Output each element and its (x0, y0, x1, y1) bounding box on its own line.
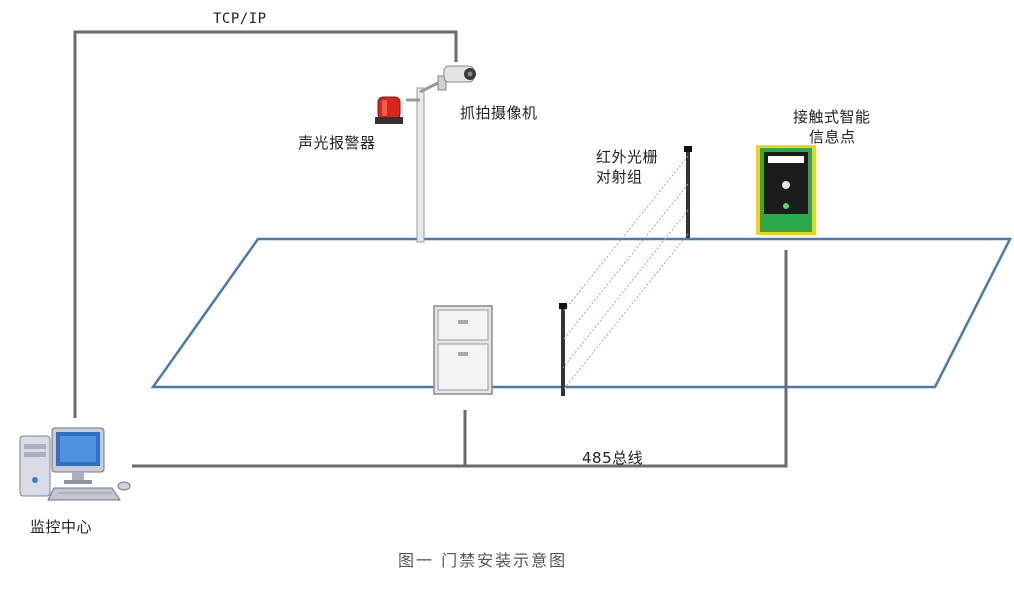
info-point-label-line2: 信息点 (809, 128, 856, 146)
camera-label: 抓拍摄像机 (460, 104, 538, 122)
surveillance-camera-icon (437, 65, 476, 91)
card-reader-cabinet (433, 305, 493, 395)
floor-area (150, 237, 1013, 389)
infrared-beam-far-post (684, 146, 692, 238)
camera-pole (406, 76, 449, 243)
smart-info-point-device (756, 145, 816, 235)
infrared-label-line1: 红外光栅 (596, 148, 659, 166)
tcp-ip-cable (73, 30, 458, 418)
desktop-computer-icon (19, 427, 131, 501)
bus-485-cable (132, 250, 788, 468)
tcp-ip-label: TCP/IP (213, 11, 267, 27)
infrared-beams (562, 155, 689, 391)
infrared-beam-near-post (559, 303, 567, 396)
alarm-label: 声光报警器 (298, 134, 376, 152)
figure-caption: 图一 门禁安装示意图 (398, 551, 568, 570)
bus-label: 485总线 (582, 449, 644, 467)
infrared-label-line2: 对射组 (596, 168, 643, 186)
monitor-center-label: 监控中心 (30, 518, 93, 536)
info-point-label-line1: 接触式智能 (793, 108, 871, 126)
warning-light-icon (375, 96, 403, 124)
